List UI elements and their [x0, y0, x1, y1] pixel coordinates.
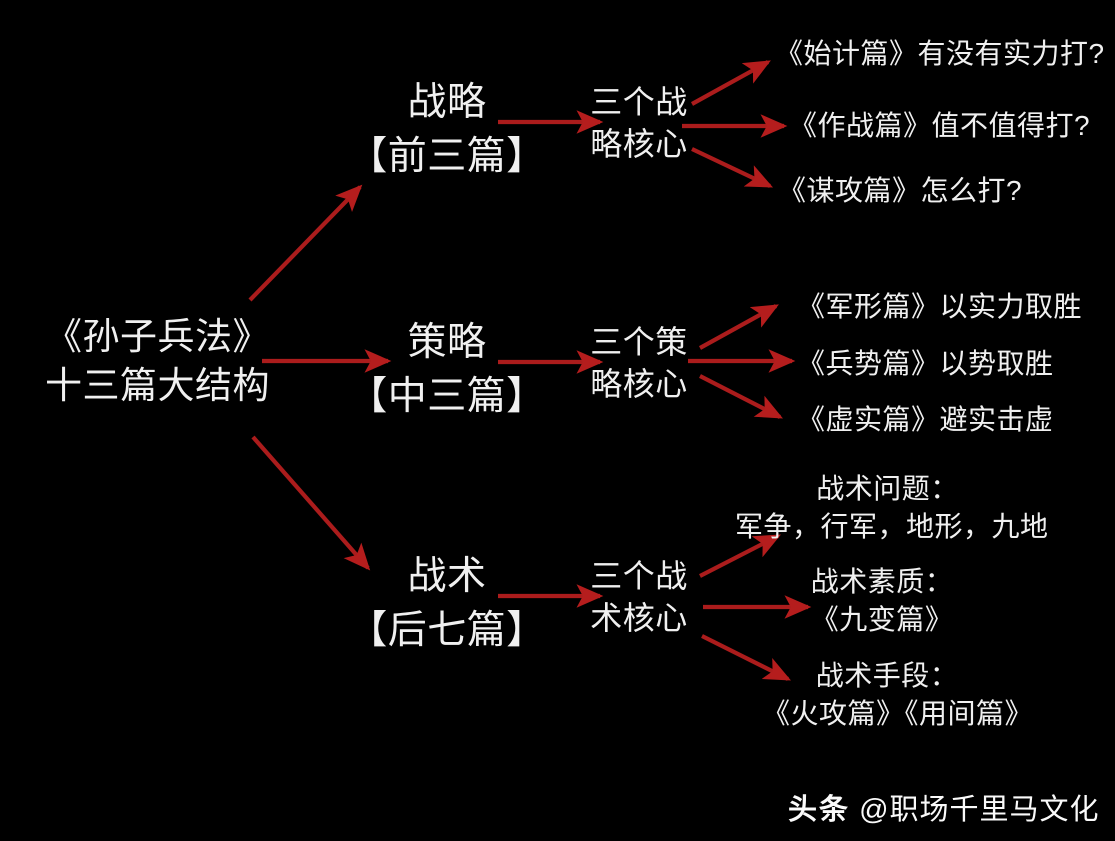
watermark-handle: @职场千里马文化 [859, 794, 1100, 826]
hub-tactics-line1: 三个战 [590, 558, 688, 594]
branch-strategy-line1: 战略 [407, 81, 487, 124]
leaf-tactics-3: 战术手段： 《火攻篇》《用间篇》 [762, 657, 1034, 732]
leaf-strategy-3: 《谋攻篇》怎么打? [778, 172, 1022, 210]
leaf-strategy-1: 《始计篇》有没有实力打? [775, 35, 1105, 73]
root-title-line2: 十三篇大结构 [45, 364, 270, 406]
hub-policy-line2: 略核心 [590, 365, 688, 402]
arrow-policy-hub-to-leaf-3 [699, 374, 783, 419]
leaf-policy-1: 《军形篇》以实力取胜 [797, 288, 1082, 326]
leaf-tactics-2-line2: 《九变篇》 [810, 603, 954, 635]
branch-policy-line1: 策略 [407, 321, 487, 364]
leaf-strategy-2: 《作战篇》值不值得打? [789, 107, 1090, 145]
branch-policy-line2: 【中三篇】 [348, 374, 546, 418]
hub-strategy: 三个战 略核心 [580, 82, 698, 165]
leaf-tactics-2-line1: 战术素质： [810, 566, 954, 597]
branch-strategy-line2: 【前三篇】 [348, 134, 546, 178]
arrow-policy-hub-to-leaf-1 [698, 304, 779, 350]
branch-policy-title: 策略 【中三篇】 [322, 316, 572, 424]
watermark: 头条 @职场千里马文化 [788, 786, 1100, 828]
leaf-tactics-3-line1: 战术手段： [815, 660, 959, 691]
leaf-policy-1-text: 《军形篇》以实力取胜 [797, 291, 1083, 322]
watermark-brand: 头条 [788, 794, 851, 826]
leaf-tactics-1: 战术问题： 军争，行军，地形，九地 [735, 470, 1049, 545]
hub-tactics-line2: 术核心 [590, 599, 688, 636]
hub-strategy-line2: 略核心 [590, 125, 688, 162]
leaf-strategy-3-text: 《谋攻篇》怎么打? [778, 175, 1023, 206]
branch-tactics-title: 战术 【后七篇】 [322, 550, 572, 658]
leaf-tactics-3-line2: 《火攻篇》《用间篇》 [762, 697, 1034, 729]
arrow-root-to-strategy [248, 184, 363, 302]
arrow-strategy-hub-to-leaf-3 [691, 147, 774, 188]
leaf-tactics-1-line1: 战术问题： [816, 473, 959, 504]
leaf-strategy-1-text: 《始计篇》有没有实力打? [775, 38, 1105, 69]
leaf-tactics-2: 战术素质： 《九变篇》 [778, 563, 986, 638]
hub-policy-line1: 三个策 [590, 324, 688, 360]
leaf-policy-3: 《虚实篇》避实击虚 [797, 401, 1054, 439]
hub-tactics: 三个战 术核心 [580, 556, 698, 639]
leaf-tactics-1-line2: 军争，行军，地形，九地 [735, 510, 1049, 542]
hub-strategy-line1: 三个战 [590, 84, 688, 120]
leaf-policy-2: 《兵势篇》以势取胜 [797, 345, 1054, 383]
leaf-policy-2-text: 《兵势篇》以势取胜 [797, 348, 1054, 379]
leaf-policy-3-text: 《虚实篇》避实击虚 [797, 404, 1054, 435]
branch-tactics-line1: 战术 [407, 555, 487, 598]
arrow-root-to-tactics [251, 435, 371, 571]
root-title-line1: 《孙子兵法》 [45, 316, 270, 357]
leaf-strategy-2-text: 《作战篇》值不值得打? [789, 110, 1091, 141]
hub-policy: 三个策 略核心 [580, 322, 698, 405]
branch-tactics-line2: 【后七篇】 [348, 608, 546, 652]
branch-strategy-title: 战略 【前三篇】 [322, 76, 572, 184]
root-node: 《孙子兵法》 十三篇大结构 [20, 313, 295, 411]
arrow-strategy-hub-to-leaf-1 [690, 60, 771, 106]
